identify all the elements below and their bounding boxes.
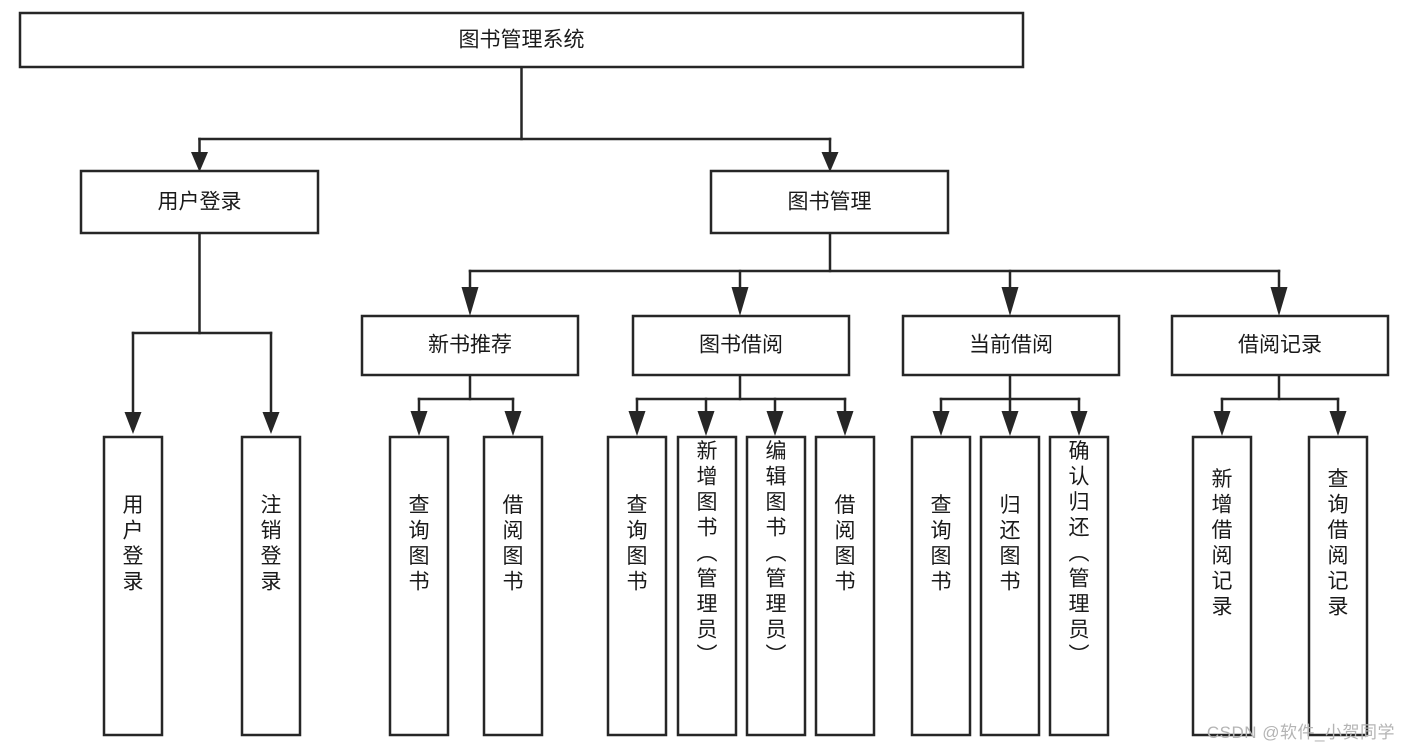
- leaf-return-book[interactable]: 归还图书: [979, 435, 1041, 737]
- leaf-user-logout-label: 注销登录: [261, 494, 282, 594]
- leaf-edit-book-label: 编辑图书︵管理员︶: [766, 440, 787, 667]
- leaf-add-book[interactable]: 新增图书︵管理员︶: [676, 435, 738, 737]
- leaf-user-logout[interactable]: 注销登录: [240, 435, 302, 737]
- arrow-head-leaf-add-book: [697, 411, 715, 436]
- node-borrow-record-label: 借阅记录: [1238, 334, 1322, 357]
- node-book-borrow-box[interactable]: [631, 314, 851, 377]
- node-current-borrow-label: 当前借阅: [969, 334, 1053, 357]
- leaf-add-record-label: 新增借阅记录: [1212, 468, 1233, 619]
- node-book-borrow[interactable]: 图书借阅: [631, 314, 851, 377]
- node-new-book-recommend[interactable]: 新书推荐: [360, 314, 580, 377]
- leaf-user-logout-box[interactable]: [240, 435, 302, 737]
- leaf-query-book-3[interactable]: 查询图书: [910, 435, 972, 737]
- csdn-watermark: CSDN @软件_小贺同学: [1206, 723, 1395, 742]
- node-new-book-recommend-box[interactable]: [360, 314, 580, 377]
- arrow-head-borrow-record: [1270, 287, 1288, 316]
- arrow-head-leaf-query-book-1: [410, 411, 428, 436]
- leaf-query-book-2-box[interactable]: [606, 435, 668, 737]
- leaf-query-book-1[interactable]: 查询图书: [388, 435, 450, 737]
- node-user-login-box[interactable]: [79, 169, 320, 235]
- arrow-head-user-login: [191, 152, 208, 172]
- node-root-box[interactable]: [18, 11, 1025, 69]
- node-user-login[interactable]: 用户登录: [79, 169, 320, 235]
- leaf-borrow-book-2-box[interactable]: [814, 435, 876, 737]
- leaf-return-book-label: 归还图书: [1000, 494, 1021, 594]
- leaf-user-login[interactable]: 用户登录: [102, 435, 164, 737]
- leaf-borrow-book-2-label: 借阅图书: [835, 494, 856, 594]
- arrow-head-leaf-add-record: [1213, 411, 1231, 436]
- arrow-head-leaf-user-login: [124, 412, 142, 434]
- leaf-confirm-return-label: 确认归还︵管理员︶: [1069, 440, 1090, 667]
- arrow-head-leaf-borrow-book-2: [836, 411, 854, 436]
- node-root[interactable]: 图书管理系统: [18, 11, 1025, 69]
- leaf-query-book-2-label: 查询图书: [627, 494, 648, 594]
- arrow-head-leaf-user-logout: [262, 412, 280, 434]
- leaf-query-book-1-label: 查询图书: [409, 494, 430, 594]
- arrow-head-leaf-edit-book: [766, 411, 784, 436]
- arrow-head-leaf-confirm-return: [1070, 411, 1088, 436]
- leaf-add-record-box[interactable]: [1191, 435, 1253, 737]
- arrow-head-current-borrow: [1001, 287, 1019, 316]
- node-new-book-recommend-label: 新书推荐: [428, 334, 512, 357]
- leaf-user-login-label: 用户登录: [123, 494, 144, 594]
- node-borrow-record-box[interactable]: [1170, 314, 1390, 377]
- leaf-query-record[interactable]: 查询借阅记录: [1307, 435, 1369, 737]
- arrow-head-leaf-query-book-2: [628, 411, 646, 436]
- leaf-return-book-box[interactable]: [979, 435, 1041, 737]
- node-borrow-record[interactable]: 借阅记录: [1170, 314, 1390, 377]
- connector-group: [124, 65, 1347, 436]
- leaf-query-book-3-box[interactable]: [910, 435, 972, 737]
- node-book-management-label: 图书管理: [788, 191, 872, 214]
- leaf-confirm-return[interactable]: 确认归还︵管理员︶: [1048, 435, 1110, 737]
- arrow-head-leaf-borrow-book-1: [504, 411, 522, 436]
- leaf-query-record-label: 查询借阅记录: [1328, 468, 1349, 619]
- arrow-head-leaf-return-book: [1001, 411, 1019, 436]
- leaf-query-record-box[interactable]: [1307, 435, 1369, 737]
- leaf-confirm-return-box[interactable]: [1048, 435, 1110, 737]
- leaf-query-book-1-box[interactable]: [388, 435, 450, 737]
- leaf-borrow-book-1[interactable]: 借阅图书: [482, 435, 544, 737]
- arrow-head-leaf-query-record: [1329, 411, 1347, 436]
- node-user-login-label: 用户登录: [158, 191, 242, 214]
- node-book-management-box[interactable]: [709, 169, 950, 235]
- node-current-borrow-box[interactable]: [901, 314, 1121, 377]
- arrow-head-new-book-recommend: [461, 287, 479, 316]
- leaf-edit-book[interactable]: 编辑图书︵管理员︶: [745, 435, 807, 737]
- leaf-borrow-book-2[interactable]: 借阅图书: [814, 435, 876, 737]
- leaf-add-record[interactable]: 新增借阅记录: [1191, 435, 1253, 737]
- arrow-head-leaf-query-book-3: [932, 411, 950, 436]
- node-root-label: 图书管理系统: [459, 29, 585, 52]
- leaf-borrow-book-1-label: 借阅图书: [503, 494, 524, 594]
- leaf-borrow-book-1-box[interactable]: [482, 435, 544, 737]
- leaf-add-book-box[interactable]: [676, 435, 738, 737]
- arrow-head-book-management: [821, 152, 839, 172]
- leaf-add-book-label: 新增图书︵管理员︶: [697, 440, 718, 667]
- node-book-borrow-label: 图书借阅: [699, 334, 783, 357]
- node-current-borrow[interactable]: 当前借阅: [901, 314, 1121, 377]
- arrow-head-book-borrow: [731, 287, 749, 316]
- node-book-management[interactable]: 图书管理: [709, 169, 950, 235]
- leaf-query-book-3-label: 查询图书: [931, 494, 952, 594]
- leaf-user-login-box[interactable]: [102, 435, 164, 737]
- leaf-query-book-2[interactable]: 查询图书: [606, 435, 668, 737]
- leaf-edit-book-box[interactable]: [745, 435, 807, 737]
